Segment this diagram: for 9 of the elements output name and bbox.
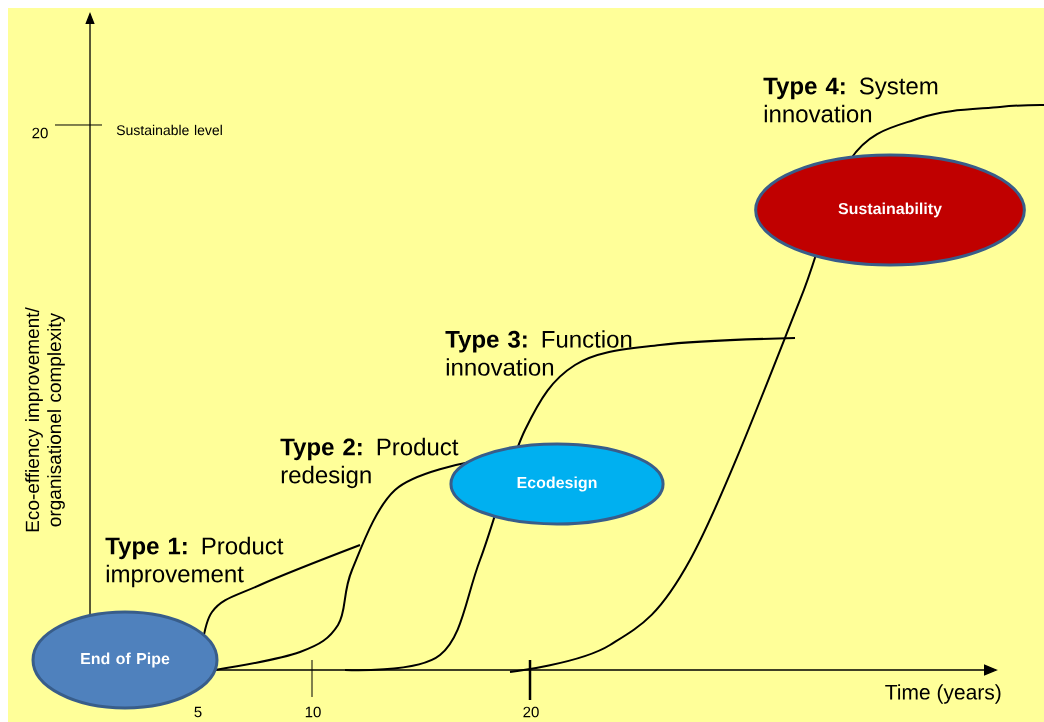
axis-title: Eco-effiency improvement/ organisationel complexity (25, 307, 65, 532)
axis-tick-label: 10 (305, 706, 321, 718)
axis-tick-label: 20 (523, 706, 539, 718)
curve-label: Type 4: System innovation (763, 77, 938, 123)
axis-tick-label: 20 (32, 127, 48, 139)
curve-label: Type 3: Function innovation (445, 330, 632, 376)
axis-title: Time (years) (885, 684, 1001, 704)
annotation: Sustainable level (116, 124, 222, 136)
curve-label: Type 1: Product improvement (105, 536, 284, 588)
